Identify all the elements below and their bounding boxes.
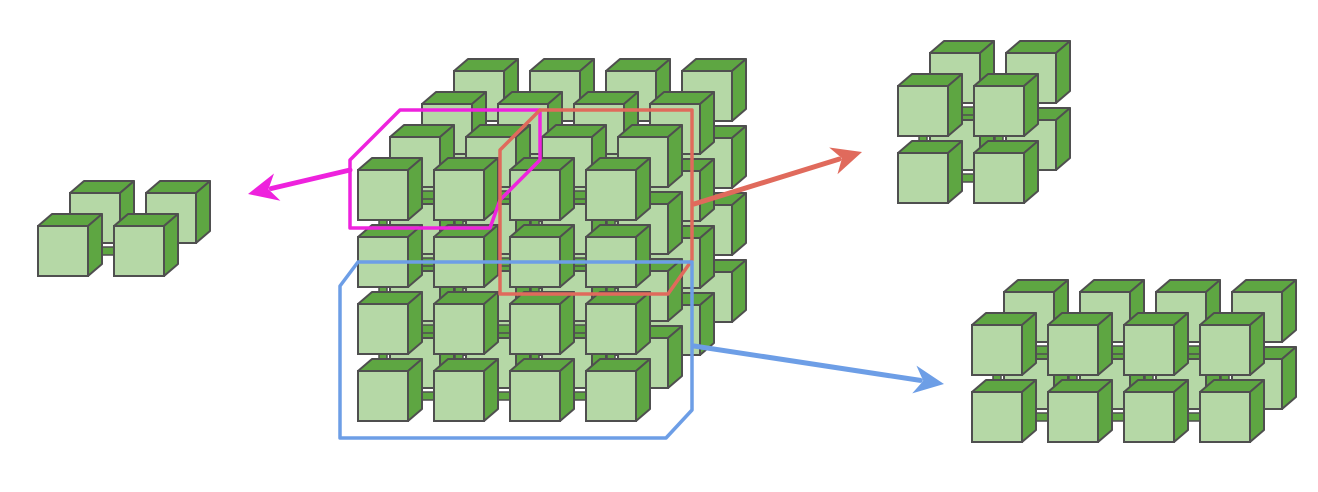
- magenta-arrow: [248, 167, 353, 201]
- cube: [433, 224, 499, 288]
- cube: [973, 140, 1039, 204]
- cube: [1199, 312, 1265, 376]
- red-slice-layer-0: [897, 73, 1039, 204]
- cube: [1199, 379, 1265, 443]
- cube: [1047, 312, 1113, 376]
- cube: [509, 358, 575, 422]
- cube: [973, 73, 1039, 137]
- blue-selection-outline: [338, 260, 694, 440]
- cube: [1123, 379, 1189, 443]
- cube: [585, 291, 651, 355]
- cube: [1123, 312, 1189, 376]
- overlay-layer: [248, 108, 944, 440]
- blue-arrow: [691, 343, 944, 394]
- cube: [357, 157, 423, 221]
- cube: [433, 157, 499, 221]
- cube: [433, 358, 499, 422]
- main-block: [357, 58, 747, 422]
- magenta-slice-layer-0: [37, 213, 179, 277]
- cube: [433, 291, 499, 355]
- cube: [357, 224, 423, 288]
- cube: [509, 224, 575, 288]
- blue-slice: [971, 279, 1297, 443]
- cube: [113, 213, 179, 277]
- red-selection-outline: [498, 108, 694, 296]
- cube: [585, 358, 651, 422]
- magenta-selection-outline: [348, 108, 542, 230]
- cube: [357, 358, 423, 422]
- cube: [585, 157, 651, 221]
- blue-slice-layer-0: [971, 312, 1265, 443]
- red-slice: [897, 40, 1071, 204]
- cube: [37, 213, 103, 277]
- cube: [897, 140, 963, 204]
- cube: [509, 291, 575, 355]
- cube-layer: [37, 40, 1297, 443]
- cube: [509, 157, 575, 221]
- red-arrow: [691, 147, 862, 207]
- cube: [357, 291, 423, 355]
- cube: [585, 224, 651, 288]
- cube: [971, 312, 1037, 376]
- magenta-slice: [37, 180, 211, 277]
- cube: [971, 379, 1037, 443]
- cube: [897, 73, 963, 137]
- cube: [1047, 379, 1113, 443]
